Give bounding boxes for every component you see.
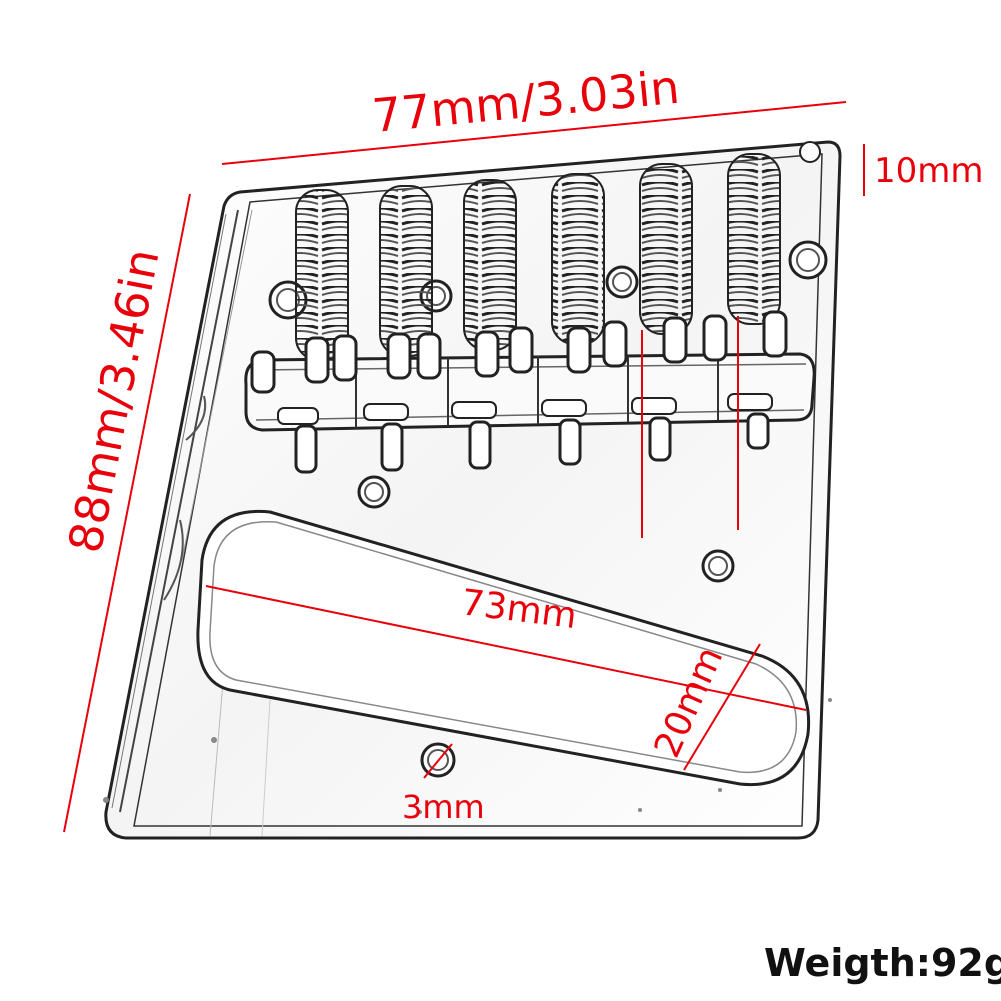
mounting-hole bbox=[357, 475, 391, 509]
mounting-hole bbox=[799, 141, 821, 163]
saddle-spring bbox=[295, 189, 349, 361]
saddle-spring bbox=[379, 185, 433, 357]
width-label: 77mm/3.03in bbox=[370, 60, 682, 143]
edge-label: 10mm bbox=[874, 151, 984, 191]
slot-length-dimension-line bbox=[205, 585, 807, 711]
saddle-spring bbox=[639, 163, 693, 335]
intonation-screws bbox=[277, 393, 773, 474]
height-dimension-line bbox=[63, 193, 191, 833]
mounting-hole bbox=[701, 549, 735, 583]
saddle-spring bbox=[463, 179, 517, 351]
mounting-hole bbox=[605, 265, 639, 299]
saddle-spring bbox=[551, 173, 605, 345]
height-screws bbox=[250, 310, 788, 394]
mounting-hole bbox=[788, 240, 828, 280]
width-dimension-line bbox=[221, 101, 847, 165]
dimension-lines bbox=[63, 101, 865, 833]
saddle-spring bbox=[727, 153, 781, 325]
hole-label: 3mm bbox=[402, 788, 485, 826]
weight-label: Weigth:92g bbox=[764, 941, 1001, 985]
hole-dimension-line bbox=[423, 743, 453, 779]
height-label: 88mm/3.46in bbox=[58, 244, 170, 557]
slot-width-dimension-line bbox=[683, 643, 761, 771]
